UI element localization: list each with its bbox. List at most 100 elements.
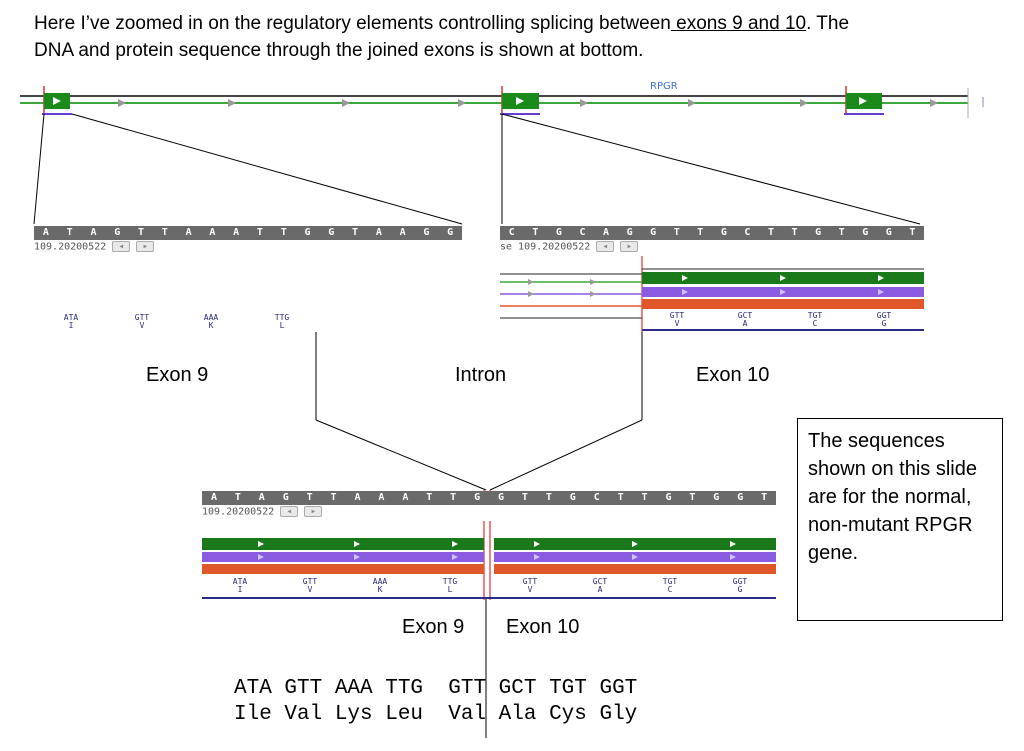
prev-button[interactable]: ◀ xyxy=(596,241,615,252)
base-letter: T xyxy=(545,492,552,503)
base-letter: A xyxy=(375,227,382,238)
base-letter: T xyxy=(256,227,263,238)
exon10-version: se 109.20200522 ◀ ▶ xyxy=(500,241,639,253)
base-letter: T xyxy=(532,227,539,238)
base-letter: T xyxy=(689,492,696,503)
exon-block-10[interactable] xyxy=(500,86,540,115)
base-letter: G xyxy=(650,227,657,238)
intro-line1b: . The xyxy=(806,13,850,34)
codon-text: AAA xyxy=(372,577,388,586)
base-letter: G xyxy=(328,227,335,238)
amino-acid-letter: L xyxy=(279,321,285,330)
base-letter: T xyxy=(306,492,313,503)
codon-text: TTG xyxy=(274,313,290,322)
next-button[interactable]: ▶ xyxy=(620,241,639,252)
base-letter: G xyxy=(665,492,672,503)
dna-sequence-exon9: ATA GTT AAA TTG xyxy=(234,677,424,700)
base-letter: C xyxy=(744,227,751,238)
protein-sequence-exon9: Ile Val Lys Leu xyxy=(234,703,424,726)
amino-acid-letter: A xyxy=(742,319,748,328)
base-letter: G xyxy=(474,492,481,503)
base-letter: T xyxy=(697,227,704,238)
joined-exon9-caption: Exon 9 xyxy=(402,616,465,638)
protein-sequence-exon10: Val Ala Cys Gly xyxy=(448,703,638,726)
base-letter: G xyxy=(737,492,744,503)
next-button[interactable]: ▶ xyxy=(136,241,155,252)
intro-line1a: Here I’ve zoomed in on the regulatory el… xyxy=(34,13,671,34)
base-letter: T xyxy=(767,227,774,238)
base-letter: G xyxy=(282,492,289,503)
joined-exon10-caption: Exon 10 xyxy=(506,616,580,638)
base-letter: A xyxy=(233,227,240,238)
joined-version: 109.20200522 ◀ ▶ xyxy=(202,506,323,518)
base-letter: G xyxy=(862,227,869,238)
exon10-tracks xyxy=(500,226,924,332)
base-letter: T xyxy=(838,227,845,238)
intro-link-exons[interactable]: exons 9 and 10 xyxy=(670,13,807,34)
base-letter: T xyxy=(330,492,337,503)
codon-text: AAA xyxy=(203,313,219,322)
base-letter: A xyxy=(210,492,217,503)
joined-version-text: 109.20200522 xyxy=(202,506,275,518)
base-letter: A xyxy=(209,227,216,238)
base-letter: A xyxy=(402,492,409,503)
codon-text: TTG xyxy=(442,577,458,586)
exon-block-9[interactable] xyxy=(42,86,72,115)
codon-text: GCT xyxy=(592,577,608,586)
base-letter: G xyxy=(815,227,822,238)
base-letter: G xyxy=(498,492,505,503)
amino-acid-letter: G xyxy=(881,319,887,328)
base-letter: G xyxy=(720,227,727,238)
prev-button[interactable]: ◀ xyxy=(112,241,131,252)
base-letter: G xyxy=(713,492,720,503)
exon9-caption: Exon 9 xyxy=(146,364,209,386)
base-letter: T xyxy=(791,227,798,238)
base-letter: A xyxy=(185,227,192,238)
codon-text: GCT xyxy=(737,311,753,320)
base-letter: G xyxy=(304,227,311,238)
intron-caption: Intron xyxy=(455,364,507,386)
exon9-version-text: 109.20200522 xyxy=(34,241,107,253)
base-letter: G xyxy=(114,227,121,238)
base-letter: G xyxy=(626,227,633,238)
exon-block-11[interactable] xyxy=(844,86,884,115)
base-letter: T xyxy=(761,492,768,503)
base-letter: T xyxy=(617,492,624,503)
base-letter: A xyxy=(399,227,406,238)
base-letter: T xyxy=(450,492,457,503)
prev-button[interactable]: ◀ xyxy=(280,506,299,517)
joined-tracks xyxy=(202,490,776,600)
base-letter: T xyxy=(641,492,648,503)
base-letter: A xyxy=(378,492,385,503)
codon-text: TGT xyxy=(807,311,823,320)
exon10-version-text: se 109.20200522 xyxy=(500,241,591,253)
base-letter: A xyxy=(258,492,265,503)
next-button[interactable]: ▶ xyxy=(304,506,323,517)
amino-acid-letter: I xyxy=(237,585,243,594)
amino-acid-letter: K xyxy=(208,321,214,330)
base-letter: T xyxy=(521,492,528,503)
intro-line2: DNA and protein sequence through the joi… xyxy=(34,40,644,61)
codon-text: GTT xyxy=(669,311,685,320)
codon-text: TGT xyxy=(662,577,678,586)
zoom-lines xyxy=(33,113,921,738)
codon-text: GTT xyxy=(522,577,538,586)
amino-acid-letter: L xyxy=(447,585,453,594)
